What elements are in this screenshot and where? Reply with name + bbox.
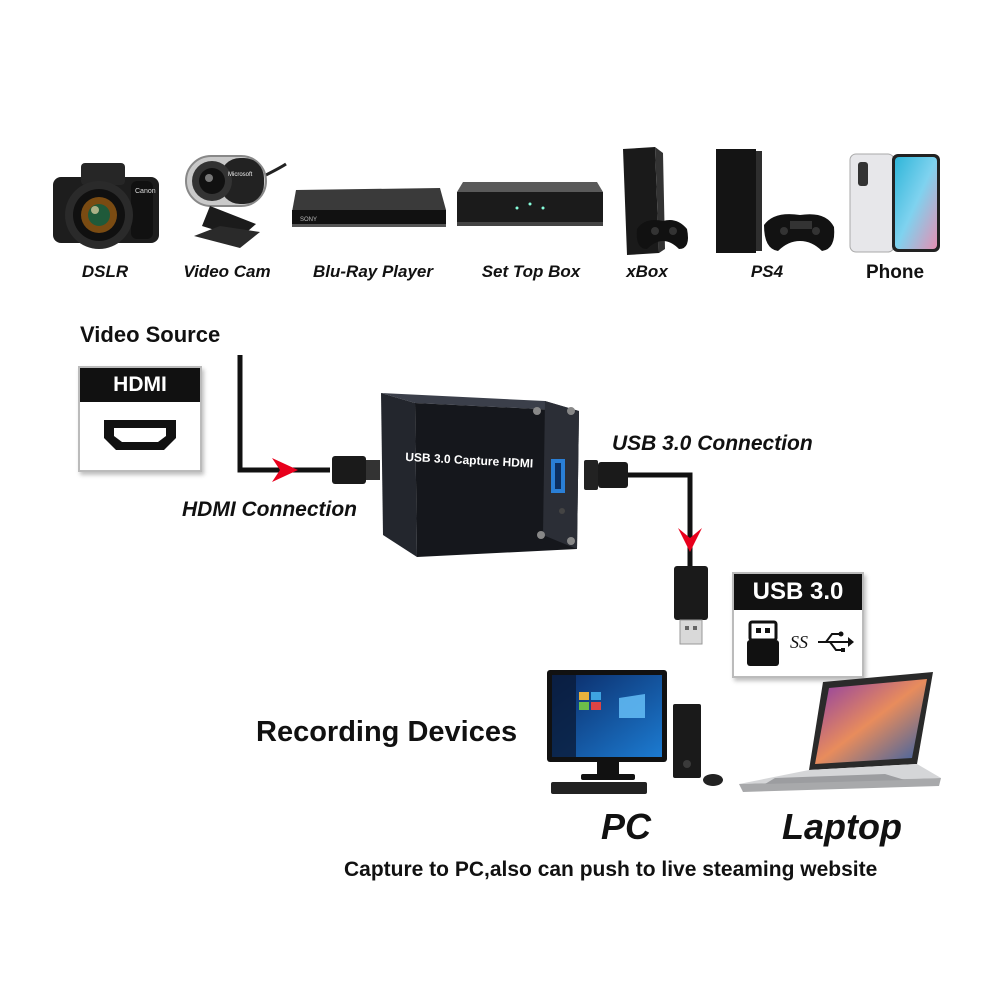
device-label-ps4: PS4 — [750, 262, 784, 281]
device-label-xbox: xBox — [626, 262, 668, 281]
usb-port-icon — [747, 620, 779, 666]
device-label-video-cam: Video Cam — [183, 262, 271, 281]
device-label-set-top-box: Set Top Box — [481, 262, 581, 281]
pc-image — [547, 670, 723, 794]
laptop-image — [739, 672, 941, 792]
footer-caption: Capture to PC,also can push to live stea… — [344, 858, 878, 881]
superspeed-text: SS — [790, 632, 808, 652]
webcam-image: Microsoft — [185, 155, 287, 248]
hdmi-port-icon — [104, 420, 176, 450]
pc-label: PC — [600, 806, 651, 847]
set-top-box-image — [457, 182, 603, 226]
dslr-camera-image: Canon — [53, 163, 159, 249]
usb-badge-label: USB 3.0 — [734, 574, 862, 610]
camera-brand: Canon — [135, 188, 156, 195]
webcam-brand: Microsoft — [228, 172, 253, 178]
xbox-image — [623, 147, 688, 255]
usb-3-badge: USB 3.0 SS — [732, 572, 864, 678]
phone-image — [849, 153, 940, 253]
recording-devices-title: Recording Devices — [256, 716, 518, 748]
ps4-image — [716, 149, 835, 253]
hdmi-connection-label: HDMI Connection — [182, 498, 357, 521]
player-brand: SONY — [300, 217, 317, 223]
video-source-title: Video Source — [80, 322, 221, 347]
laptop-label: Laptop — [782, 806, 902, 847]
usb-trident-icon — [818, 631, 854, 652]
usb-connection-label: USB 3.0 Connection — [612, 432, 813, 455]
hdmi-badge-label: HDMI — [80, 368, 200, 402]
device-label-dslr: DSLR — [81, 262, 129, 281]
hdmi-source-badge: HDMI — [78, 366, 202, 472]
blu-ray-player-image: SONY — [292, 188, 446, 227]
device-label-blu-ray-player: Blu-Ray Player — [313, 262, 433, 281]
capture-device-label: USB 3.0 Capture HDMI — [405, 450, 534, 471]
capture-device-image: USB 3.0 Capture HDMI — [381, 393, 579, 557]
device-label-phone: Phone — [865, 262, 925, 283]
